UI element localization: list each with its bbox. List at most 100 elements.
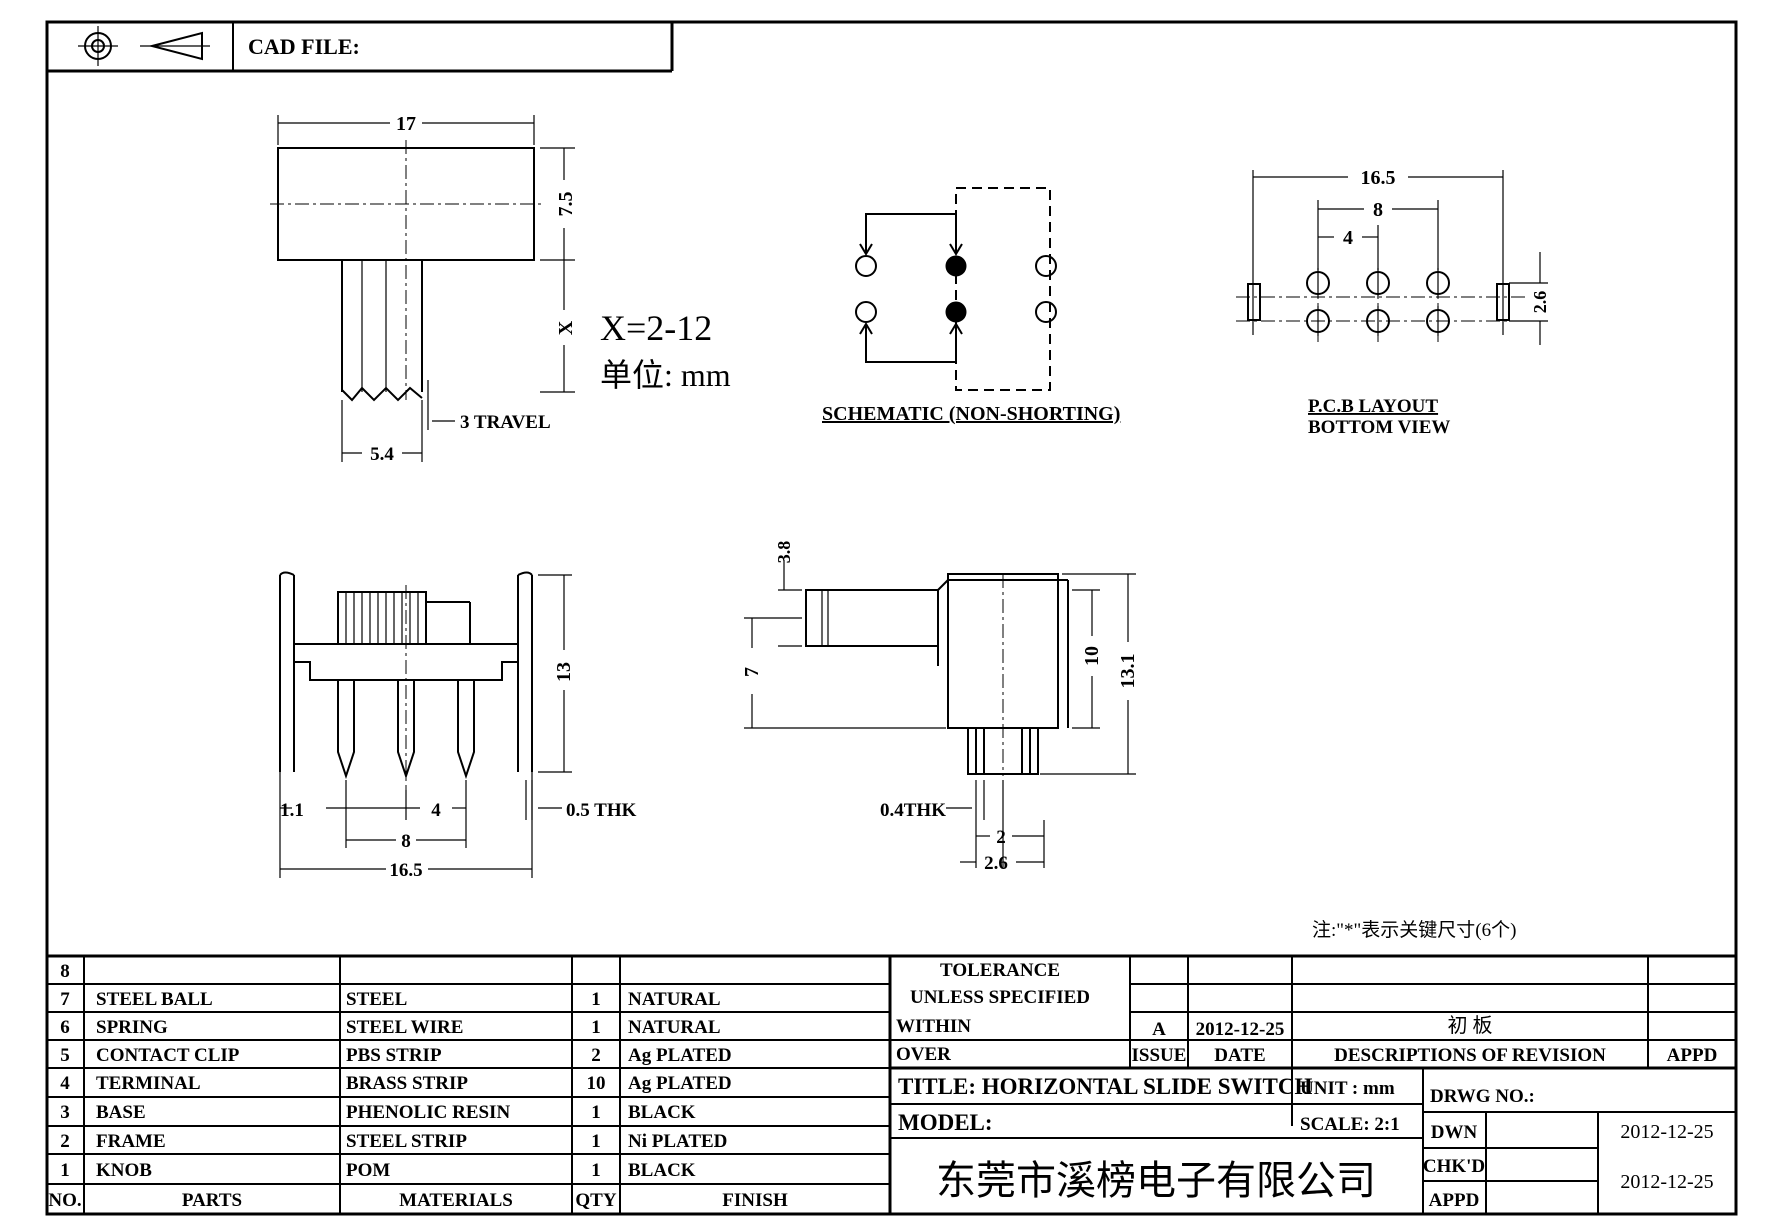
svg-text:FRAME: FRAME (96, 1131, 166, 1152)
svg-text:5: 5 (60, 1045, 70, 1066)
front-view: 13 1.1 4 8 16.5 0.5 THK (279, 571, 637, 881)
pcb-layout-view: 16.5 8 4 2.6 P.C.B LAYOUT BOTTOM VIEW (1236, 167, 1550, 438)
bom-row: 2 FRAME STEEL STRIP 1 Ni PLATED (60, 1131, 727, 1152)
date-label: DATE (1214, 1045, 1265, 1066)
svg-text:POM: POM (346, 1160, 390, 1181)
terminal-top-left (855, 255, 877, 277)
svg-text:BASE: BASE (96, 1102, 146, 1123)
revision-date: 2012-12-25 (1196, 1019, 1285, 1040)
pcb-caption-line2: BOTTOM VIEW (1308, 417, 1450, 438)
front-dim-4: 4 (431, 800, 441, 821)
mount-slot-right (1496, 283, 1510, 321)
svg-text:CONTACT CLIP: CONTACT CLIP (96, 1045, 240, 1066)
svg-text:1: 1 (591, 1160, 601, 1181)
svg-text:STEEL: STEEL (346, 989, 407, 1010)
svg-text:2: 2 (591, 1045, 601, 1066)
svg-text:MATERIALS: MATERIALS (399, 1190, 513, 1211)
bom-row: 3 BASE PHENOLIC RESIN 1 BLACK (60, 1102, 696, 1123)
appd2-label: APPD (1429, 1190, 1480, 1211)
within-label: WITHIN (896, 1016, 971, 1037)
scale-cell: SCALE: 2:1 (1300, 1114, 1400, 1135)
side-dim-10: 10 (1081, 646, 1103, 666)
svg-text:8: 8 (60, 961, 70, 982)
svg-text:NATURAL: NATURAL (628, 1017, 721, 1038)
front-dim-8: 8 (401, 831, 411, 852)
chkd-label: CHK'D (1423, 1156, 1485, 1177)
dwn-date: 2012-12-25 (1620, 1121, 1713, 1143)
side-thickness: 0.4THK (880, 800, 946, 821)
dim-x: X (555, 320, 577, 335)
side-dim-13-1: 13.1 (1117, 654, 1139, 689)
svg-text:STEEL BALL: STEEL BALL (96, 989, 213, 1010)
company-name: 东莞市溪榜电子有限公司 (936, 1158, 1376, 1203)
svg-text:BLACK: BLACK (628, 1102, 696, 1123)
front-knob (337, 591, 427, 645)
side-dim-2: 2 (996, 827, 1006, 848)
svg-text:1: 1 (591, 1017, 601, 1038)
schematic-caption: SCHEMATIC (NON-SHORTING) (822, 403, 1120, 425)
side-knob (805, 589, 939, 647)
svg-text:1: 1 (591, 989, 601, 1010)
revision-letter: A (1152, 1019, 1166, 1040)
check-date: 2012-12-25 (1620, 1171, 1713, 1193)
svg-text:SPRING: SPRING (96, 1017, 168, 1038)
bom-row: 4 TERMINAL BRASS STRIP 10 Ag PLATED (60, 1073, 731, 1094)
x-range-label: X=2-12 (600, 308, 712, 348)
revision-description: 初 板 (1448, 1014, 1493, 1037)
dim-stem-5-4: 5.4 (370, 444, 394, 465)
svg-text:7: 7 (60, 989, 70, 1010)
svg-text:4: 4 (60, 1073, 70, 1094)
svg-text:QTY: QTY (575, 1190, 616, 1211)
bom-row: 5 CONTACT CLIP PBS STRIP 2 Ag PLATED (60, 1045, 731, 1066)
svg-text:1: 1 (591, 1102, 601, 1123)
terminal-top-right (1035, 255, 1057, 277)
top-view: 17 7.5 X 5.4 3 TRAVEL X=2-12 单位: mm (270, 113, 731, 465)
svg-text:STEEL WIRE: STEEL WIRE (346, 1017, 463, 1038)
cad-file-label: CAD FILE: (248, 34, 360, 59)
front-pin-right (457, 680, 475, 780)
dim-width-17: 17 (396, 113, 416, 135)
svg-text:KNOB: KNOB (96, 1160, 152, 1181)
svg-text:1: 1 (591, 1131, 601, 1152)
unit-label: 单位: mm (600, 357, 731, 393)
appd-label: APPD (1667, 1045, 1718, 1066)
pcb-caption-line1: P.C.B LAYOUT (1308, 396, 1438, 417)
side-dim-7: 7 (741, 667, 763, 677)
schematic-view: SCHEMATIC (NON-SHORTING) (822, 187, 1120, 425)
front-dim-13: 13 (553, 662, 575, 682)
travel-label: 3 TRAVEL (460, 412, 551, 433)
terminal-bottom-common (945, 301, 967, 323)
terminal-bottom-left (855, 301, 877, 323)
svg-text:STEEL STRIP: STEEL STRIP (346, 1131, 467, 1152)
side-pin-right (1021, 727, 1031, 775)
svg-text:1: 1 (60, 1160, 70, 1181)
front-dim-16-5: 16.5 (389, 860, 422, 881)
side-dim-2-6: 2.6 (984, 853, 1008, 874)
front-thickness: 0.5 THK (566, 800, 637, 821)
svg-text:BLACK: BLACK (628, 1160, 696, 1181)
svg-text:3: 3 (60, 1102, 70, 1123)
over-label: OVER (896, 1044, 951, 1065)
tolerance-line1: TOLERANCE (940, 960, 1060, 981)
descriptions-label: DESCRIPTIONS OF REVISION (1334, 1045, 1606, 1066)
bom-row: 6 SPRING STEEL WIRE 1 NATURAL (60, 1017, 720, 1038)
svg-text:NATURAL: NATURAL (628, 989, 721, 1010)
svg-text:Ag PLATED: Ag PLATED (628, 1073, 732, 1094)
drawing-number-label: DRWG NO.: (1430, 1086, 1535, 1107)
svg-text:6: 6 (60, 1017, 70, 1038)
bom-row: 7 STEEL BALL STEEL 1 NATURAL (60, 989, 720, 1010)
side-view: 3.8 7 10 13.1 0.4THK 2 2.6 (741, 541, 1139, 874)
pcb-holes (1306, 268, 1450, 336)
svg-text:10: 10 (587, 1073, 606, 1094)
side-dim-3-8: 3.8 (774, 541, 794, 564)
dim-height-7-5: 7.5 (555, 192, 577, 217)
svg-text:PHENOLIC RESIN: PHENOLIC RESIN (346, 1102, 510, 1123)
bom-table: 8 7 STEEL BALL STEEL 1 NATURAL 6 SPRING … (48, 961, 788, 1211)
issue-label: ISSUE (1132, 1045, 1187, 1066)
side-pin-left (975, 727, 985, 775)
svg-text:Ag PLATED: Ag PLATED (628, 1045, 732, 1066)
svg-text:PARTS: PARTS (182, 1190, 242, 1211)
svg-text:Ni PLATED: Ni PLATED (628, 1131, 727, 1152)
unit-cell: UNIT : mm (1300, 1078, 1395, 1099)
